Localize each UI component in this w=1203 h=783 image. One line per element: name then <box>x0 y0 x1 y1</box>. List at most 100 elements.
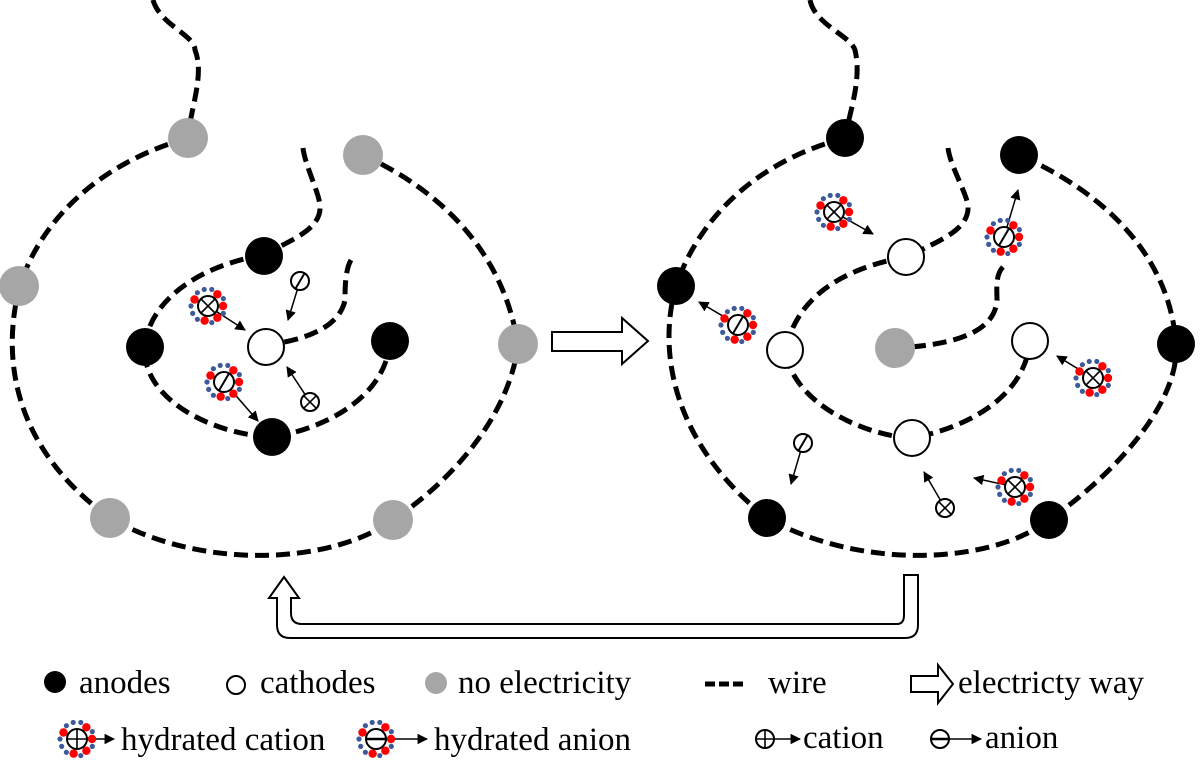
water-molecule <box>846 216 852 222</box>
water-molecule <box>1005 250 1011 257</box>
anode-electrode <box>1000 136 1038 174</box>
panel-before <box>0 0 538 558</box>
water-molecule <box>827 192 833 199</box>
cathode-electrode <box>247 328 285 366</box>
water-molecule <box>1007 497 1016 506</box>
water-molecule <box>377 719 383 726</box>
wire <box>262 147 323 258</box>
water-molecule <box>1016 467 1022 474</box>
cathode-electrode <box>1011 322 1049 360</box>
water-molecule <box>190 295 199 304</box>
water-molecule <box>206 371 215 380</box>
water-molecule <box>743 309 752 318</box>
water-molecule <box>750 315 756 321</box>
cathode-swatch-icon <box>226 675 246 695</box>
no-electricity-electrode <box>373 500 413 540</box>
legend-label: anion <box>985 720 1058 756</box>
hydrated-anion <box>698 301 758 345</box>
water-molecule <box>194 290 201 296</box>
water-molecule <box>718 322 724 328</box>
water-molecule <box>724 335 731 341</box>
electricity-way-return-arrow <box>267 574 919 639</box>
water-molecule <box>82 723 91 732</box>
water-molecule <box>1008 467 1014 474</box>
water-molecule <box>368 749 377 758</box>
anode-swatch-icon <box>44 671 66 693</box>
anode-electrode <box>253 418 291 456</box>
wire <box>783 254 1033 441</box>
water-molecule <box>839 219 848 228</box>
anode-electrode <box>126 328 164 366</box>
water-molecule <box>87 734 97 744</box>
water-molecule <box>1105 368 1111 374</box>
legend-label: electricty way <box>958 665 1144 701</box>
hydrated-anion <box>984 188 1024 257</box>
water-molecule <box>995 484 1001 490</box>
hydrated-anion-swatch-icon <box>356 719 429 759</box>
water-molecule <box>190 310 196 316</box>
water-molecule <box>1094 391 1100 398</box>
movement-arrow <box>788 450 802 486</box>
legend-item-electricity-way: electricty way <box>910 662 1144 706</box>
water-molecule <box>1016 500 1022 507</box>
no-electricity-electrode <box>0 266 39 306</box>
water-molecule <box>731 305 737 312</box>
water-molecule <box>209 286 215 293</box>
wire <box>894 265 1005 351</box>
water-molecule <box>381 746 390 755</box>
water-molecule <box>369 719 375 726</box>
water-molecule <box>225 395 231 402</box>
water-molecule <box>1073 375 1079 381</box>
legend-label: cathodes <box>260 665 375 701</box>
wire <box>142 252 393 440</box>
water-molecule <box>986 226 995 235</box>
cathode-electrode <box>766 331 804 369</box>
water-molecule <box>63 749 70 755</box>
water-molecule <box>59 728 68 737</box>
anode-electrode <box>657 267 695 305</box>
water-molecule <box>1020 471 1029 480</box>
water-molecule <box>234 377 244 387</box>
water-molecule <box>362 723 369 729</box>
water-molecule <box>1020 494 1029 503</box>
wire <box>264 258 354 348</box>
water-molecule <box>89 729 95 735</box>
legend-item-wire: wire <box>705 665 827 701</box>
water-molecule <box>388 743 394 749</box>
anode-electrode <box>1030 501 1068 539</box>
water-molecule <box>1098 362 1107 371</box>
water-molecule <box>1027 477 1033 483</box>
legend-item-anion: anion <box>930 720 1058 756</box>
water-molecule <box>1098 385 1107 394</box>
water-molecule <box>218 301 228 311</box>
water-molecule <box>996 247 1005 256</box>
water-molecule <box>1105 382 1111 388</box>
cathode-electrode <box>887 238 925 276</box>
water-molecule <box>358 728 367 737</box>
movement-arrow <box>215 310 246 331</box>
water-molecule <box>213 313 222 322</box>
legend-item-hydrated-anion: hydrated anion <box>356 719 631 759</box>
movement-arrow <box>923 471 942 502</box>
water-molecule <box>739 338 745 345</box>
cathode-electrode <box>893 419 931 457</box>
water-molecule <box>820 222 827 228</box>
water-molecule <box>229 366 238 375</box>
no-electricity-electrode <box>343 135 383 175</box>
anode-electrode <box>826 119 864 157</box>
water-molecule <box>388 729 394 735</box>
legend-label: hydrated cation <box>121 722 325 758</box>
water-molecule <box>1086 358 1092 365</box>
water-molecule <box>200 316 209 325</box>
water-molecule <box>82 746 91 755</box>
water-molecule <box>1027 491 1033 497</box>
legend-label: no electricity <box>458 665 632 701</box>
water-molecule <box>1079 388 1086 394</box>
water-molecule <box>236 372 242 378</box>
hydrated-cation <box>972 467 1035 507</box>
water-molecule <box>839 196 848 205</box>
water-molecule <box>1103 373 1113 383</box>
cation-swatch-icon <box>755 729 802 749</box>
water-molecule <box>844 207 854 217</box>
